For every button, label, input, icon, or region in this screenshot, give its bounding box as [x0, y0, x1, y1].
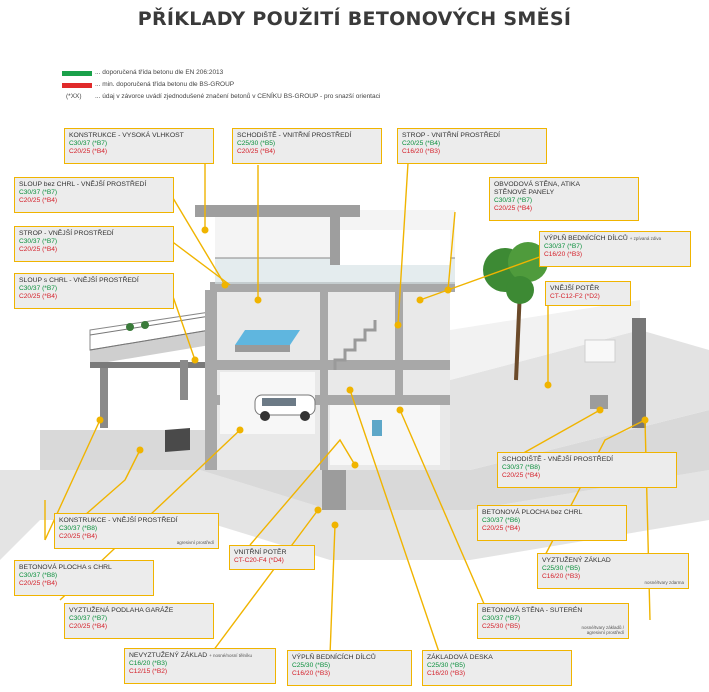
callout-red: C16/20 (*B3)	[544, 251, 583, 258]
callout-vyztuzeny-zaklad: VYZTUŽENÝ ZÁKLAD C25/30 (*B5) C16/20 (*B…	[537, 553, 689, 589]
callout-title: VNĚJŠÍ POTĚR	[550, 285, 600, 292]
callout-red: C20/25 (*B4)	[69, 623, 108, 630]
callout-title: BETONOVÁ PLOCHA s CHRL	[19, 564, 112, 571]
legend-marker: (*XX)	[66, 93, 82, 100]
callout-vypln-dilcu-1: VÝPLŇ BEDNÍCÍCH DÍLCŮ + zpívaná zdiva C3…	[539, 231, 691, 267]
callout-vypln-dilcu-2: VÝPLŇ BEDNÍCÍCH DÍLCŮ C25/30 (*B5) C16/2…	[287, 650, 412, 686]
callout-green: C30/37 (*B7)	[69, 615, 108, 622]
callout-green: C25/30 (*B5)	[427, 662, 466, 669]
callout-red: C16/20 (*B3)	[402, 148, 441, 155]
callout-title: VÝPLŇ BEDNÍCÍCH DÍLCŮ	[544, 235, 628, 242]
page-title: PŘÍKLADY POUŽITÍ BETONOVÝCH SMĚSÍ	[137, 8, 572, 30]
callout-vnejsi-poter: VNĚJŠÍ POTĚR CT-C12-F2 (*D2)	[545, 281, 631, 306]
callout-red: C20/25 (*B4)	[69, 148, 108, 155]
callout-title: KONSTRUKCE - VNĚJŠÍ PROSTŘEDÍ	[59, 517, 178, 524]
callout-title-2: STĚNOVÉ PANELY	[494, 189, 555, 196]
callout-title: BETONOVÁ STĚNA - SUTERÉN	[482, 607, 583, 614]
callout-title: SLOUP bez CHRL - VNĚJŠÍ PROSTŘEDÍ	[19, 181, 147, 188]
callout-green: C25/30 (*B5)	[292, 662, 331, 669]
callout-vyztuzena-podlaha: VYZTUŽENÁ PODLAHA GARÁŽE C30/37 (*B7) C2…	[64, 603, 214, 639]
callout-title: SCHODIŠTĚ - VNITŘNÍ PROSTŘEDÍ	[237, 132, 352, 139]
callout-red: C20/25 (*B4)	[494, 205, 533, 212]
callout-title: VÝPLŇ BEDNÍCÍCH DÍLCŮ	[292, 654, 376, 661]
callout-green: C30/37 (*B8)	[502, 464, 541, 471]
callout-red: CT-C12-F2 (*D2)	[550, 293, 600, 300]
callout-strop-vnejsi: STROP - VNĚJŠÍ PROSTŘEDÍ C30/37 (*B7) C2…	[14, 226, 174, 262]
callout-konstrukce-vlhkost: KONSTRUKCE - VYSOKÁ VLHKOST C30/37 (*B7)…	[64, 128, 214, 164]
callout-red: C12/15 (*B2)	[129, 668, 168, 675]
callout-red: C20/25 (*B4)	[19, 580, 58, 587]
callout-title: SLOUP s CHRL - VNĚJŠÍ PROSTŘEDÍ	[19, 277, 139, 284]
callout-green: C25/30 (*B5)	[237, 140, 276, 147]
callout-betonova-plocha-bez: BETONOVÁ PLOCHA bez CHRL C30/37 (*B6) C2…	[477, 505, 627, 541]
callout-red: C16/20 (*B3)	[427, 670, 466, 677]
callout-red: C16/20 (*B3)	[292, 670, 331, 677]
callout-title: BETONOVÁ PLOCHA bez CHRL	[482, 509, 583, 516]
callout-title: VYZTUŽENÁ PODLAHA GARÁŽE	[69, 607, 174, 614]
callout-red: C20/25 (*B4)	[19, 197, 58, 204]
callout-side-note: nosné/tvary základů / agresivní prostřed…	[581, 625, 624, 635]
callout-red: CT-C20-F4 (*D4)	[234, 557, 284, 564]
callout-red: C16/20 (*B3)	[542, 573, 581, 580]
callout-title: STROP - VNĚJŠÍ PROSTŘEDÍ	[19, 230, 114, 237]
callout-red: C20/25 (*B4)	[237, 148, 276, 155]
callout-nevyztuzeny-zaklad: NEVYZTUŽENÝ ZÁKLAD + nosné/nosní tělníku…	[124, 648, 276, 684]
callout-title: NEVYZTUŽENÝ ZÁKLAD	[129, 652, 208, 659]
callout-green: C30/37 (*B7)	[494, 197, 533, 204]
callout-title: ZÁKLADOVÁ DESKA	[427, 654, 493, 661]
callout-schodiste-vnitrni: SCHODIŠTĚ - VNITŘNÍ PROSTŘEDÍ C25/30 (*B…	[232, 128, 382, 164]
callout-sloup-bez-chrl: SLOUP bez CHRL - VNĚJŠÍ PROSTŘEDÍ C30/37…	[14, 177, 174, 213]
callout-title: STROP - VNITŘNÍ PROSTŘEDÍ	[402, 132, 501, 139]
callout-red: C20/25 (*B4)	[59, 533, 98, 540]
callout-green: C30/37 (*B7)	[69, 140, 108, 147]
callout-betonova-stena: BETONOVÁ STĚNA - SUTERÉN C30/37 (*B7) C2…	[477, 603, 629, 639]
callout-schodiste-vnejsi: SCHODIŠTĚ - VNĚJŠÍ PROSTŘEDÍ C30/37 (*B8…	[497, 452, 677, 488]
callout-title: VYZTUŽENÝ ZÁKLAD	[542, 557, 611, 564]
callout-red: C20/25 (*B4)	[482, 525, 521, 532]
callout-strop-vnitrni: STROP - VNITŘNÍ PROSTŘEDÍ C20/25 (*B4) C…	[397, 128, 547, 164]
legend-green-swatch	[62, 71, 92, 76]
callout-green: C30/37 (*B7)	[19, 285, 58, 292]
callout-title: VNITŘNÍ POTĚR	[234, 549, 287, 556]
callout-title: KONSTRUKCE - VYSOKÁ VLHKOST	[69, 132, 184, 139]
callout-red: C20/25 (*B4)	[19, 246, 58, 253]
callout-konstrukce-vnejsi: KONSTRUKCE - VNĚJŠÍ PROSTŘEDÍ C30/37 (*B…	[54, 513, 219, 549]
callout-title: OBVODOVÁ STĚNA, ATIKA	[494, 181, 580, 188]
callout-side-note: nosné/tvary zdarma	[644, 580, 684, 585]
legend-marker-text: ... údaj v závorce uvádí zjednodušené zn…	[95, 93, 381, 100]
callout-note: + nosné/nosní tělníku	[209, 653, 252, 658]
legend-red-swatch	[62, 83, 92, 88]
callout-green: C30/37 (*B6)	[482, 517, 521, 524]
callout-betonova-plocha-s: BETONOVÁ PLOCHA s CHRL C30/37 (*B8) C20/…	[14, 560, 154, 596]
callout-vnitrni-poter: VNITŘNÍ POTĚR CT-C20-F4 (*D4)	[229, 545, 315, 570]
callout-obvodova-stena: OBVODOVÁ STĚNA, ATIKA STĚNOVÉ PANELY C30…	[489, 177, 639, 221]
callout-sloup-s-chrl: SLOUP s CHRL - VNĚJŠÍ PROSTŘEDÍ C30/37 (…	[14, 273, 174, 309]
callout-green: C30/37 (*B7)	[19, 238, 58, 245]
callout-side-note: agresivní prostředí	[176, 540, 214, 545]
callout-green: C16/20 (*B3)	[129, 660, 168, 667]
callout-red: C25/30 (*B5)	[482, 623, 521, 630]
callout-green: C20/25 (*B4)	[402, 140, 441, 147]
callout-zakladova-deska: ZÁKLADOVÁ DESKA C25/30 (*B5) C16/20 (*B3…	[422, 650, 572, 686]
callout-title: SCHODIŠTĚ - VNĚJŠÍ PROSTŘEDÍ	[502, 456, 614, 463]
callout-green: C30/37 (*B8)	[59, 525, 98, 532]
callout-green: C25/30 (*B5)	[542, 565, 581, 572]
legend-green-text: ... doporučená třída betonu dle EN 206:2…	[95, 69, 224, 76]
callout-green: C30/37 (*B7)	[544, 243, 583, 250]
legend-red-text: ... min. doporučená třída betonu dle BS-…	[95, 81, 235, 88]
callout-note: + zpívaná zdiva	[629, 236, 662, 241]
callout-red: C20/25 (*B4)	[502, 472, 541, 479]
callout-green: C30/37 (*B7)	[19, 189, 58, 196]
callout-red: C20/25 (*B4)	[19, 293, 58, 300]
callout-green: C30/37 (*B7)	[482, 615, 521, 622]
callout-green: C30/37 (*B8)	[19, 572, 58, 579]
